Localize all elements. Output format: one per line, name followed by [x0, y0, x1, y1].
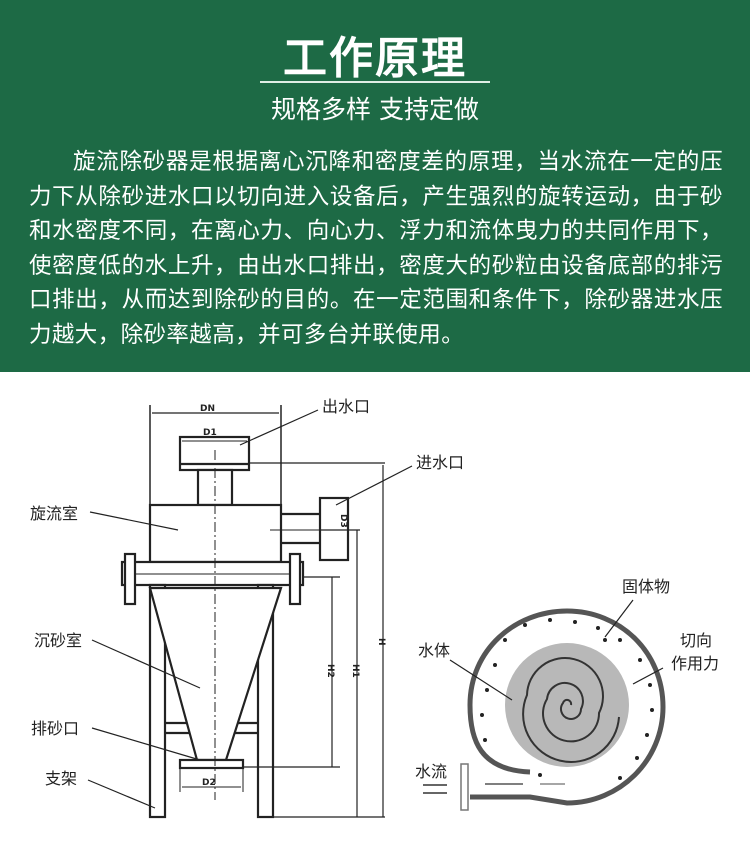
- label-cyclone-chamber: 旋流室: [30, 504, 79, 523]
- label-tangential-line1: 切向: [680, 631, 713, 650]
- page-subtitle: 规格多样 支持定做: [271, 95, 479, 124]
- label-water-body: 水体: [418, 641, 451, 660]
- title-divider: [260, 81, 490, 83]
- label-support: 支架: [45, 769, 78, 788]
- vortex-flow-drawing: [423, 599, 666, 811]
- label-outlet: 出水口: [322, 397, 371, 416]
- label-water-flow: 水流: [415, 762, 448, 781]
- header-banner: 工作原理 规格多样 支持定做 旋流除砂器是根据离心沉降和密度差的原理，当水流在一…: [0, 0, 750, 372]
- d2-dimension: D2: [202, 778, 216, 788]
- desander-structure-drawing: [87, 405, 413, 819]
- label-settling-chamber: 沉砂室: [34, 631, 83, 650]
- label-sand-outlet: 排砂口: [31, 719, 80, 738]
- h2-dimension: H2: [325, 664, 335, 678]
- d3-dimension: D3: [338, 514, 348, 528]
- label-inlet: 进水口: [416, 453, 465, 472]
- description-text: 旋流除砂器是根据离心沉降和密度差的原理，当水流在一定的压力下从除砂进水口以切向进…: [29, 149, 723, 348]
- page-title: 工作原理: [283, 33, 467, 84]
- label-tangential-line2: 作用力: [671, 654, 720, 673]
- dn-dimension: DN: [200, 404, 215, 414]
- d1-dimension: D1: [203, 428, 217, 438]
- label-solids: 固体物: [622, 577, 671, 596]
- h-dimension: H: [376, 638, 386, 646]
- h1-dimension: H1: [350, 664, 360, 678]
